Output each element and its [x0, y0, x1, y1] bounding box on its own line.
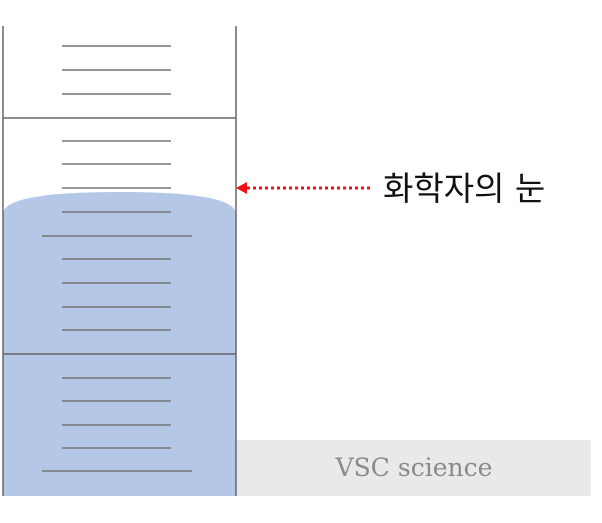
eye-level-label: 화학자의 눈	[383, 169, 546, 208]
eye-level-arrow	[236, 182, 372, 194]
credit-bar: VSC science	[237, 440, 591, 496]
arrow-head	[236, 182, 247, 194]
credit-text: VSC science	[335, 453, 493, 482]
liquid	[3, 192, 236, 496]
